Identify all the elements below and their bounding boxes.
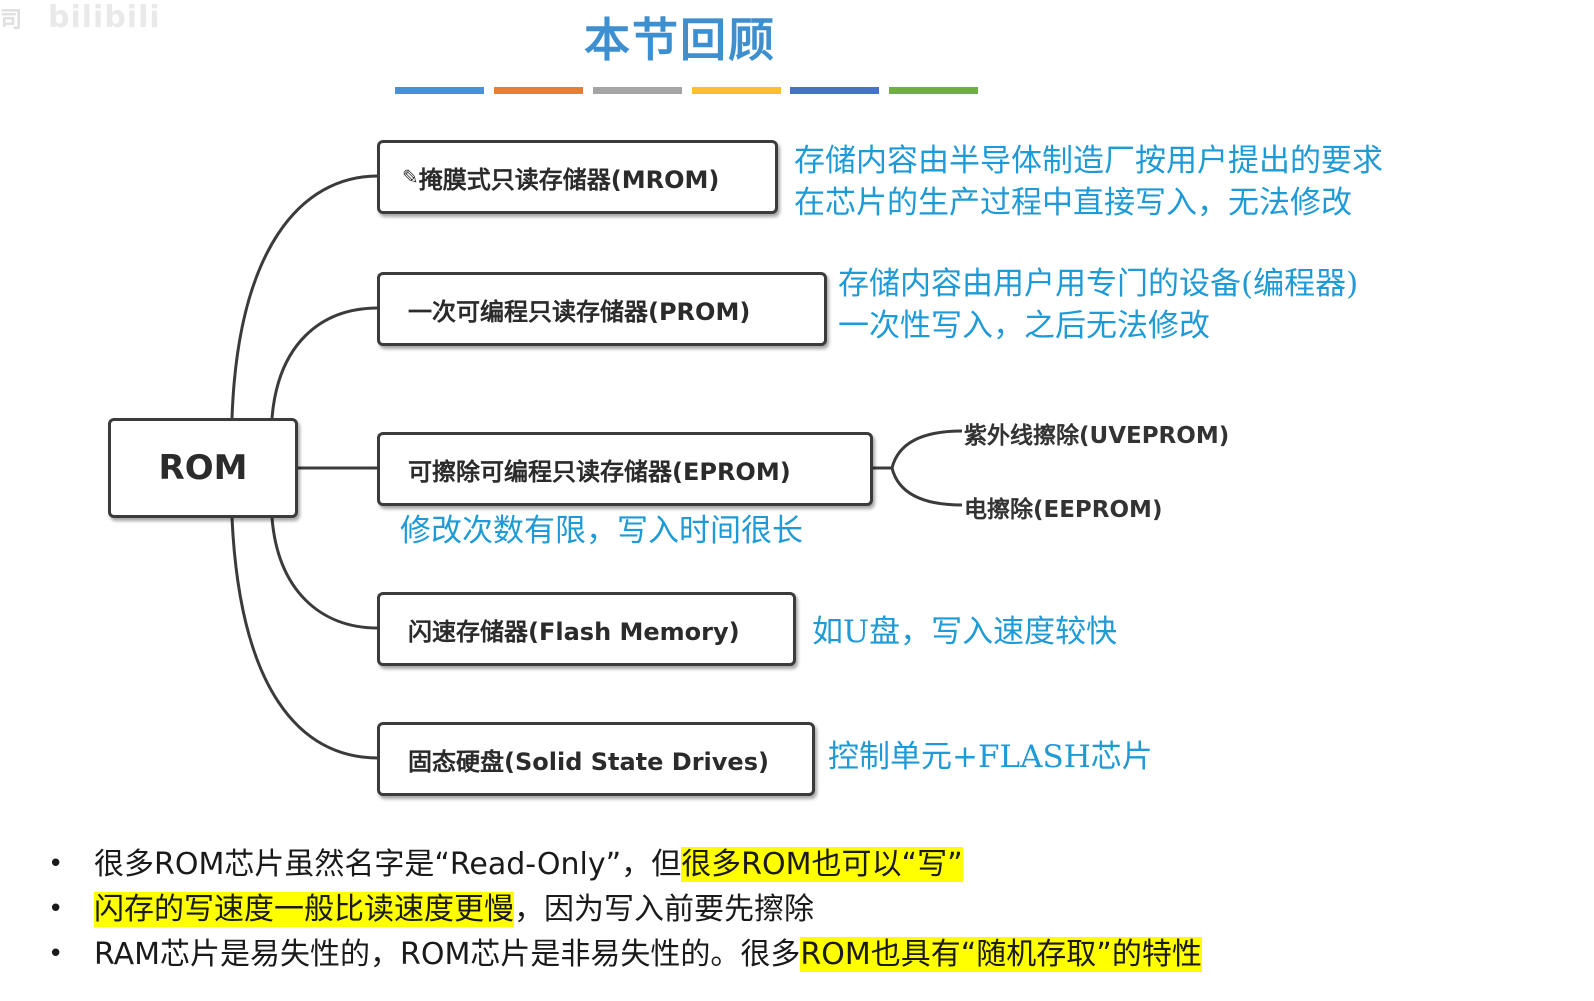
node-prom: 一次可编程只读存储器(PROM) [377, 272, 827, 346]
note-eprom: 修改次数有限，写入时间很长 [400, 510, 803, 552]
node-eprom-label: 可擦除可编程只读存储器(EPROM) [408, 457, 791, 486]
connector-prom [270, 306, 379, 419]
root-label: ROM [158, 448, 248, 488]
color-bar [494, 87, 583, 94]
bullet-plain: 很多ROM芯片虽然名字是“Read-Only”，但 [94, 847, 682, 882]
note-prom: 存储内容由用户用专门的设备(编程器) 一次性写入，之后无法修改 [838, 263, 1358, 347]
node-eprom: 可擦除可编程只读存储器(EPROM) [377, 432, 873, 506]
bullet-item: • 闪存的写速度一般比读速度更慢，因为写入前要先擦除 [48, 887, 1568, 932]
bullet-rest: ，因为写入前要先擦除 [514, 892, 814, 927]
bullet-marker: • [48, 894, 64, 924]
node-flash: 闪速存储器(Flash Memory) [377, 592, 796, 666]
note-mrom-line-1: 存储内容由半导体制造厂按用户提出的要求 [794, 143, 1383, 179]
color-bar [889, 87, 978, 94]
note-eprom-line-1: 修改次数有限，写入时间很长 [400, 513, 803, 549]
bullet-highlight: 闪存的写速度一般比读速度更慢 [94, 892, 514, 927]
note-prom-line-1: 存储内容由用户用专门的设备(编程器) [838, 266, 1359, 302]
bullet-item: • RAM芯片是易失性的，ROM芯片是非易失性的。很多ROM也具有“随机存取”的… [48, 932, 1568, 977]
note-ssd-line-1: 控制单元+FLASH芯片 [828, 739, 1153, 775]
bullet-text: RAM芯片是易失性的，ROM芯片是非易失性的。很多ROM也具有“随机存取”的特性 [94, 932, 1202, 977]
bullet-plain: RAM芯片是易失性的，ROM芯片是非易失性的。很多 [94, 937, 801, 972]
bullet-highlight: ROM也具有“随机存取”的特性 [800, 937, 1202, 972]
connector-uveprom [890, 429, 963, 469]
note-mrom-line-2: 在芯片的生产过程中直接写入，无法修改 [794, 185, 1352, 221]
bullet-marker: • [48, 849, 64, 879]
page-title: 本节回顾 [584, 13, 776, 67]
connector-ssd [230, 517, 379, 760]
bullet-text: 闪存的写速度一般比读速度更慢，因为写入前要先擦除 [94, 887, 814, 932]
pencil-icon: ✎ [402, 165, 419, 189]
node-flash-label: 闪速存储器(Flash Memory) [408, 617, 740, 646]
connector-eeprom [890, 467, 963, 507]
color-bar [790, 87, 879, 94]
connector-flash [270, 517, 379, 630]
color-bar [593, 87, 682, 94]
bullet-highlight: 很多ROM也可以“写” [681, 847, 963, 882]
connector-mrom [230, 174, 379, 419]
note-ssd: 控制单元+FLASH芯片 [828, 736, 1153, 778]
node-mrom-label: 掩膜式只读存储器(MROM) [418, 165, 720, 194]
node-mrom: ✎ 掩膜式只读存储器(MROM) [377, 140, 778, 214]
color-bar [692, 87, 781, 94]
note-prom-line-2: 一次性写入，之后无法修改 [838, 308, 1210, 344]
watermark-glyph: 司 [0, 8, 24, 33]
bullet-text: 很多ROM芯片虽然名字是“Read-Only”，但很多ROM也可以“写” [94, 842, 963, 887]
note-flash-line-1: 如U盘，写入速度较快 [812, 614, 1118, 650]
color-bar [395, 87, 484, 94]
watermark: 司 bilibili [0, 0, 200, 40]
node-ssd: 固态硬盘(Solid State Drives) [377, 722, 815, 796]
subnode-eeprom: 电擦除(EEPROM) [964, 497, 1163, 523]
node-prom-label: 一次可编程只读存储器(PROM) [408, 297, 751, 326]
note-mrom: 存储内容由半导体制造厂按用户提出的要求 在芯片的生产过程中直接写入，无法修改 [794, 140, 1383, 224]
bilibili-logo: bilibili [48, 0, 161, 35]
node-ssd-label: 固态硬盘(Solid State Drives) [408, 747, 769, 776]
bullet-marker: • [48, 939, 64, 969]
mindmap-root-rom: ROM [108, 418, 298, 518]
summary-bullets: • 很多ROM芯片虽然名字是“Read-Only”，但很多ROM也可以“写” •… [48, 842, 1568, 977]
subnode-uveprom: 紫外线擦除(UVEPROM) [964, 423, 1230, 449]
bullet-item: • 很多ROM芯片虽然名字是“Read-Only”，但很多ROM也可以“写” [48, 842, 1568, 887]
note-flash: 如U盘，写入速度较快 [812, 611, 1117, 653]
